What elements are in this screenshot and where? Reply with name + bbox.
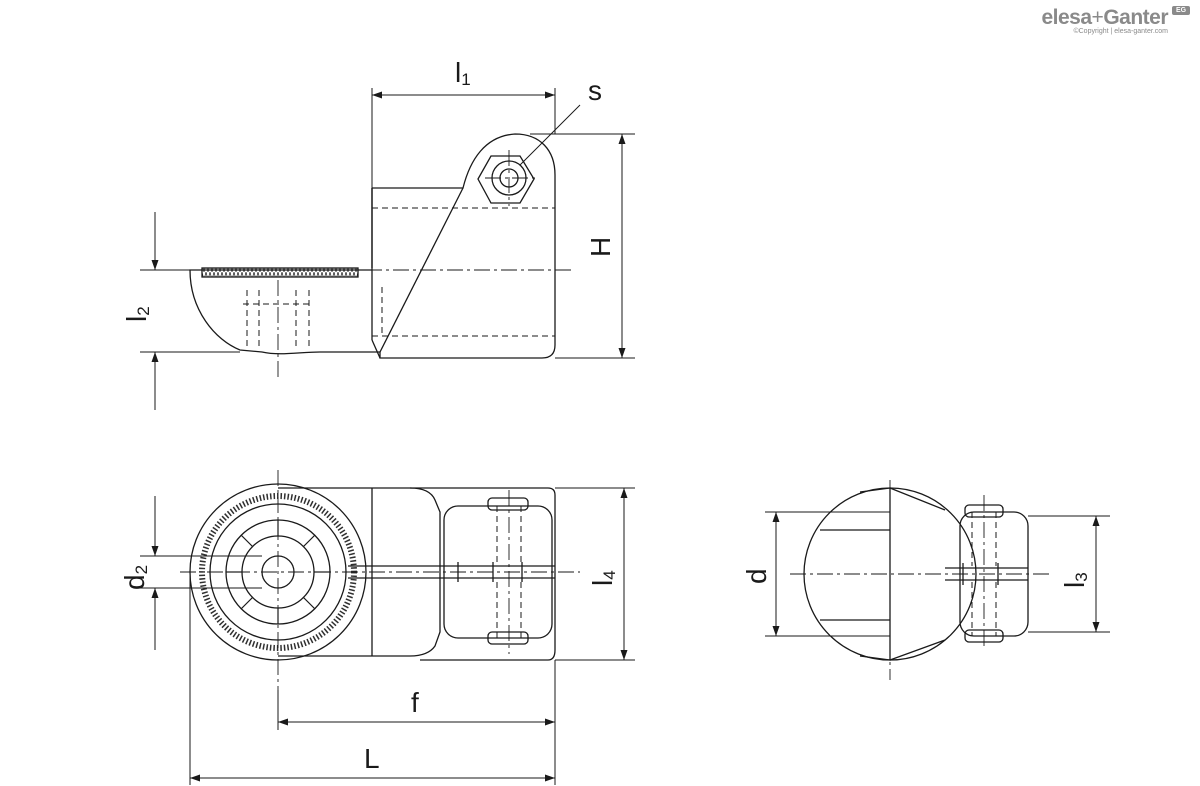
hex-nut	[477, 155, 535, 204]
logo-brand: elesa+Ganter	[1041, 6, 1168, 29]
label-l3: l3	[1059, 572, 1091, 588]
label-l1: l1	[455, 57, 471, 89]
label-d2: d2	[119, 565, 151, 590]
logo-badge: EG	[1172, 6, 1190, 15]
label-d: d	[741, 568, 772, 584]
front-view	[790, 480, 1050, 680]
label-H: H	[585, 237, 616, 257]
side-view	[150, 133, 575, 380]
elesa-ganter-logo: elesa+Ganter ©Copyright | elesa-ganter.c…	[1041, 6, 1190, 35]
knurled-strip	[201, 267, 359, 278]
label-L: L	[364, 743, 380, 774]
label-s: s	[588, 75, 602, 106]
top-view-dimensions	[140, 487, 635, 785]
side-view-dimensions	[140, 88, 635, 410]
top-view	[180, 470, 580, 690]
logo-copyright: ©Copyright | elesa-ganter.com	[1073, 28, 1168, 35]
label-l2: l2	[121, 306, 153, 322]
top-view-body	[278, 487, 441, 657]
front-view-dimensions	[765, 511, 1110, 637]
label-l4: l4	[587, 570, 619, 586]
clamp-housing	[410, 487, 556, 661]
label-f: f	[411, 687, 419, 718]
